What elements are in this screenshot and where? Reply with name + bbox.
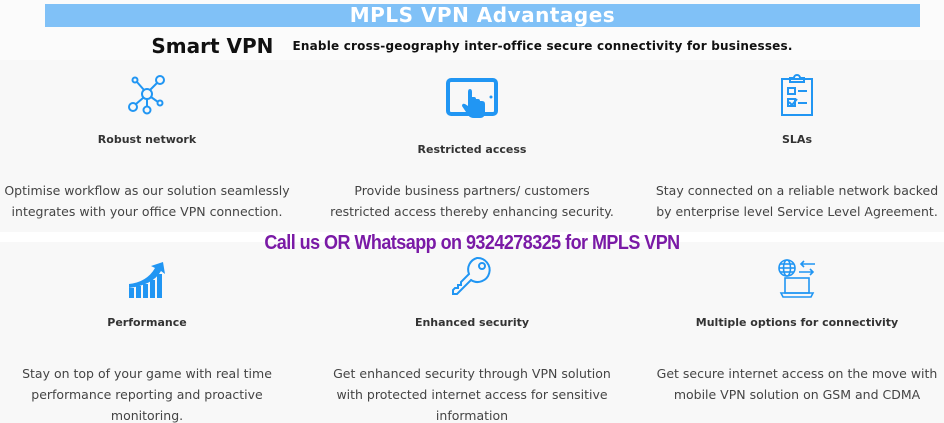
tagline: Enable cross-geography inter-office secu… — [292, 39, 793, 53]
feature-description: Get secure internet access on the move w… — [656, 366, 938, 402]
feature-card-robust-network: Robust network Optimise workflow as our … — [0, 60, 294, 232]
page-title-bar: MPLS VPN Advantages — [45, 4, 920, 27]
page-title: MPLS VPN Advantages — [349, 3, 616, 27]
key-icon — [452, 256, 491, 295]
feature-card-slas: SLAs Stay connected on a reliable networ… — [650, 60, 944, 232]
globe-laptop-icon — [778, 259, 815, 298]
growth-chart-icon — [129, 262, 165, 298]
feature-heading: Multiple options for connectivity — [695, 316, 899, 329]
feature-heading: Restricted access — [417, 143, 527, 156]
feature-description: Get enhanced security through VPN soluti… — [333, 366, 611, 423]
clipboard-checklist-icon — [781, 74, 813, 116]
feature-card-restricted-access: Restricted access Provide business partn… — [325, 60, 619, 232]
call-to-action-banner[interactable]: Call us OR Whatsapp on 9324278325 for MP… — [47, 232, 897, 255]
features-row-1: Robust network Optimise workflow as our … — [0, 60, 944, 232]
feature-description: Stay on top of your game with real time … — [22, 366, 272, 423]
feature-heading: SLAs — [782, 133, 812, 146]
feature-description: Stay connected on a reliable network bac… — [655, 183, 939, 219]
feature-card-performance: Performance Stay on top of your game wit… — [0, 242, 294, 423]
feature-heading: Robust network — [97, 133, 197, 146]
subtitle: Smart VPN Enable cross-geography inter-o… — [0, 34, 944, 58]
tablet-touch-icon — [446, 78, 498, 118]
brand-name: Smart VPN — [151, 34, 274, 58]
network-nodes-icon — [128, 75, 165, 115]
feature-description: Optimise workflow as our solution seamle… — [4, 183, 290, 219]
feature-card-multiple-options: Multiple options for connectivity Get se… — [650, 242, 944, 423]
feature-description: Provide business partners/ customers res… — [330, 183, 614, 219]
cta-text[interactable]: Call us OR Whatsapp on 9324278325 for MP… — [264, 232, 680, 254]
features-row-2: Performance Stay on top of your game wit… — [0, 242, 944, 423]
feature-card-enhanced-security: Enhanced security Get enhanced security … — [325, 242, 619, 423]
feature-heading: Enhanced security — [414, 316, 530, 329]
feature-heading: Performance — [107, 316, 187, 329]
section-divider — [0, 232, 944, 242]
